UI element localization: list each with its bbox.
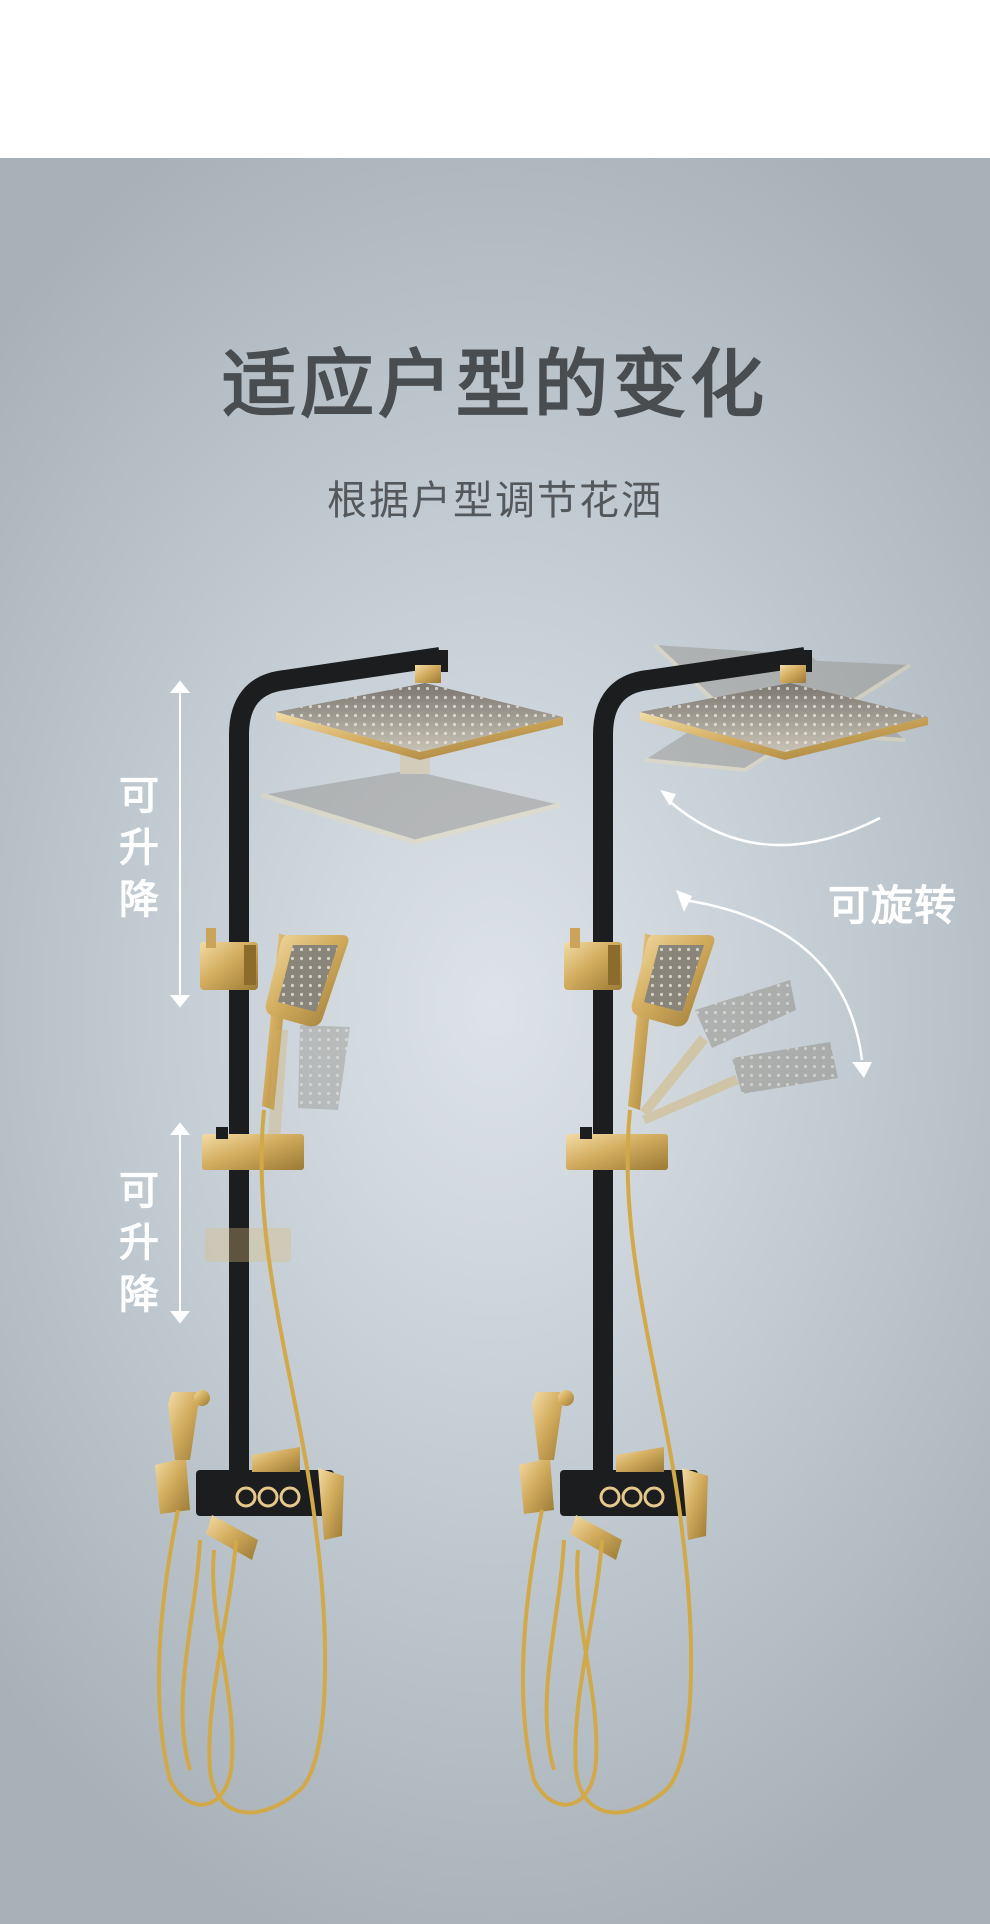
left-lift-arrow-bottom (169, 1122, 191, 1324)
left-lift-arrow-top (169, 680, 191, 1008)
right-hand-shower (628, 933, 715, 1110)
left-upper-bracket (200, 928, 258, 990)
lift-label-top: 可 升 降 (119, 773, 159, 923)
right-rain-head (640, 665, 928, 760)
rotate-label: 可旋转 (828, 881, 958, 930)
right-hoses (521, 1109, 694, 1815)
page-title: 适应户型的变化 (222, 342, 768, 428)
left-slide-bracket (202, 1127, 304, 1170)
right-mixer (519, 1390, 708, 1560)
right-slide-bracket (566, 1127, 668, 1170)
right-shower-set (519, 643, 928, 1815)
right-upper-bracket (564, 928, 622, 990)
lift-label-bottom: 可 升 降 (119, 1168, 159, 1318)
left-main-pipe (229, 647, 442, 1480)
left-hoses (157, 1109, 328, 1815)
page-subtitle: 根据户型调节花洒 (327, 478, 663, 524)
right-main-pipe (593, 647, 807, 1480)
right-rotate-arc-head (667, 799, 881, 847)
left-head-ghost (261, 752, 561, 845)
left-mixer (155, 1390, 344, 1560)
background-panel (0, 158, 990, 1924)
right-rotate-arc-hand (683, 898, 864, 1061)
left-hand-shower (262, 933, 349, 1110)
left-rain-head (276, 665, 563, 760)
left-shower-set (155, 647, 563, 1815)
